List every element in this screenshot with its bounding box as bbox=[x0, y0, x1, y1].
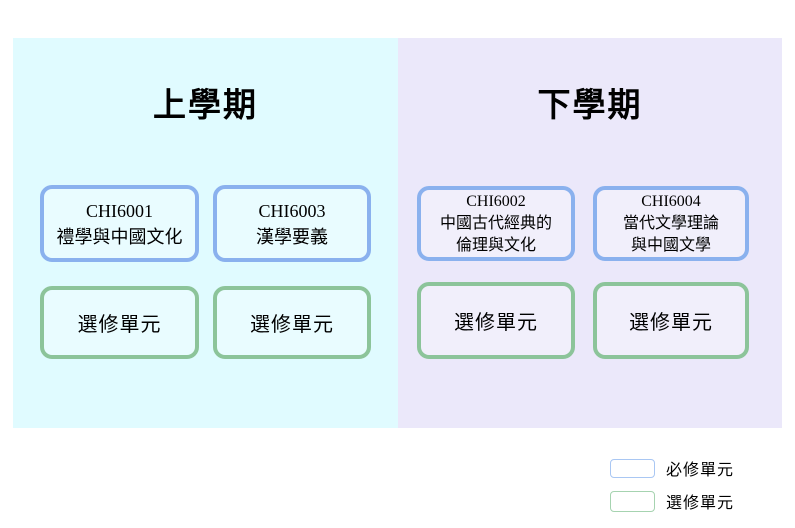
course-code: CHI6001 bbox=[86, 200, 153, 221]
course-box-chi6001: CHI6001 禮學與中國文化 bbox=[40, 185, 199, 262]
elective-unit-box: 選修單元 bbox=[593, 282, 749, 359]
course-name-line: 與中國文學 bbox=[630, 236, 711, 254]
course-name-line: 中國古代經典的 bbox=[439, 214, 552, 232]
semester-panel-second: 下學期 CHI6002 中國古代經典的 倫理與文化 CHI6004 當代文學理論… bbox=[398, 38, 782, 428]
course-box-chi6002: CHI6002 中國古代經典的 倫理與文化 bbox=[417, 186, 575, 261]
required-unit-swatch bbox=[610, 458, 655, 478]
semester-title-first: 上學期 bbox=[153, 88, 258, 124]
semester-panel-first: 上學期 CHI6001 禮學與中國文化 CHI6003 漢學要義 選修單元 選修… bbox=[13, 38, 398, 428]
course-code: CHI6004 bbox=[641, 192, 701, 210]
elective-unit-box: 選修單元 bbox=[213, 286, 371, 359]
elective-unit-swatch bbox=[610, 490, 655, 512]
elective-unit-label: 選修單元 bbox=[454, 312, 538, 334]
elective-unit-label: 選修單元 bbox=[77, 314, 162, 336]
course-code: CHI6003 bbox=[258, 200, 326, 221]
elective-unit-label: 選修單元 bbox=[250, 314, 334, 336]
course-name-line: 倫理與文化 bbox=[455, 236, 536, 254]
course-name-line: 當代文學理論 bbox=[622, 214, 719, 232]
legend-label-elective: 選修單元 bbox=[666, 495, 735, 512]
semester-title-second: 下學期 bbox=[537, 88, 643, 124]
elective-unit-box: 選修單元 bbox=[40, 286, 199, 359]
legend-label-required: 必修單元 bbox=[666, 462, 735, 479]
course-code: CHI6002 bbox=[466, 192, 526, 210]
course-name-line: 漢學要義 bbox=[256, 226, 328, 247]
legend-item-required: 必修單元 bbox=[610, 456, 734, 480]
legend: 必修單元 選修單元 bbox=[610, 456, 734, 522]
elective-unit-label: 選修單元 bbox=[629, 312, 713, 334]
elective-unit-box: 選修單元 bbox=[417, 282, 575, 359]
course-name-line: 禮學與中國文化 bbox=[56, 226, 183, 247]
course-box-chi6003: CHI6003 漢學要義 bbox=[213, 185, 371, 262]
legend-item-elective: 選修單元 bbox=[610, 489, 734, 513]
course-box-chi6004: CHI6004 當代文學理論 與中國文學 bbox=[593, 186, 749, 261]
